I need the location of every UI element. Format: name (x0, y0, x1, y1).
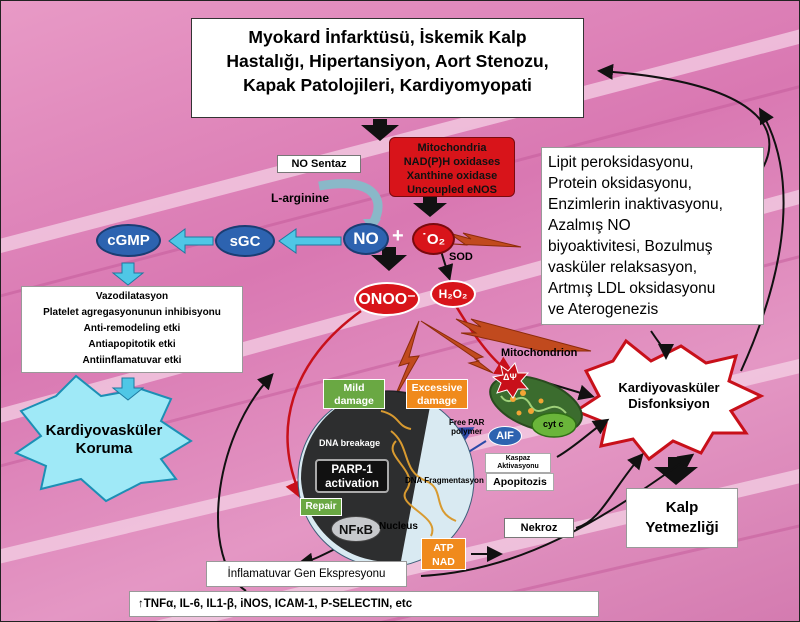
apoptosis-box: Apopitozis (486, 473, 554, 491)
effect-antiapoptotic: Antiapopitotik etki (88, 339, 176, 350)
mito-dots (510, 390, 544, 416)
disease-line-2: Hastalığı, Hipertansiyon, Aort Stenozu, (226, 51, 549, 71)
excessive-line-2: damage (417, 395, 457, 407)
oxidative-damage-box: Lipit peroksidasyonu, Protein oksidasyon… (541, 147, 764, 325)
disease-box: Myokard İnfarktüsü, İskemik Kalp Hastalı… (191, 18, 584, 118)
excessive-line-1: Excessive (411, 382, 463, 394)
nad-label: NAD (432, 556, 455, 568)
ros-sources-box: Mitochondria NAD(P)H oxidases Xanthine o… (389, 137, 515, 197)
atp-nad-box: ATP NAD (421, 538, 466, 570)
arrow-sod-h2o2 (437, 250, 454, 281)
heart-failure-line-2: Yetmezliği (645, 519, 719, 536)
arrow-inflam-dysfunction (420, 453, 695, 577)
block-arrows (361, 119, 698, 485)
free-par-label: Free PAR polymer (449, 418, 484, 436)
peroxynitrite-oval: ONOO⁻ (354, 282, 420, 316)
h2o2-oval: H₂O₂ (430, 280, 476, 308)
cgmp-oval: cGMP (96, 224, 161, 257)
sod-label: SOD (449, 251, 473, 263)
parp-line-1: PARP-1 (331, 464, 373, 476)
effect-platelet: Platelet agregasyonunun inhibisyonu (43, 307, 221, 318)
excessive-damage-box: Excessive damage (406, 379, 468, 409)
atp-label: ATP (433, 542, 454, 554)
mild-line-1: Mild (343, 382, 365, 394)
source-nadph: NAD(P)H oxidases (403, 156, 501, 168)
effect-anti-remodeling: Anti-remodeling etki (83, 323, 181, 334)
heart-failure-box: Kalp Yetmezliği (626, 488, 738, 548)
caspase-line-2: Aktivasyonu (497, 463, 539, 470)
disease-line-1: Myokard İnfarktüsü, İskemik Kalp (248, 27, 527, 47)
arginine-arrow (318, 179, 383, 226)
effect-vasodilation: Vazodilatasyon (95, 291, 169, 302)
sgc-oval: sGC (215, 225, 275, 257)
arrow-onoo-to-parp (285, 309, 362, 501)
ox-line-6: vasküler relaksasyon, (548, 259, 698, 276)
ox-line-1: Lipit peroksidasyonu, (548, 154, 694, 171)
cytokines-box: ↑TNFα, IL-6, IL1-β, iNOS, ICAM-1, P-SELE… (129, 591, 599, 617)
dna-strands (380, 410, 457, 537)
cyt-c-label: cyt c (543, 419, 564, 429)
mitochondrion-label: Mitochondrion (501, 347, 578, 359)
source-xanthine: Xanthine oxidase (406, 170, 498, 182)
dna-fragmentation-label: DNA Fragmentasyon (405, 476, 484, 485)
ox-line-2: Protein oksidasyonu, (548, 175, 692, 192)
effect-antiinflammatory: Antiinflamatuvar etki (82, 355, 182, 366)
source-mitochondria: Mitochondria (417, 142, 487, 154)
inflammatory-expression-box: İnflamatuvar Gen Ekspresyonu (206, 561, 407, 587)
parp-line-2: activation (325, 478, 379, 490)
l-arginine-label: L-arginine (271, 191, 330, 205)
disease-line-3: Kapak Patolojileri, Kardiyomyopati (243, 75, 532, 95)
ox-line-8: ve Aterogenezis (548, 301, 659, 318)
arrow-caspase-dysfunction (556, 418, 610, 458)
source-enos: Uncoupled eNOS (407, 184, 497, 196)
arrow-nekroz-dysfunction (575, 452, 644, 529)
no-oval: NO (343, 223, 389, 255)
necrosis-box: Nekroz (504, 518, 574, 538)
lightning-bolts (392, 232, 592, 402)
dysfunction-line-1: Kardiyovasküler (618, 380, 720, 395)
aif-oval: AIF (488, 426, 522, 446)
delta-psi-burst (491, 361, 530, 399)
free-par-line-1: Free PAR (449, 418, 485, 427)
arrow-oxbox-dysfunction (650, 330, 674, 360)
dysfunction-line-2: Disfonksiyon (628, 396, 710, 411)
parp-activation-box: PARP-1 activation (315, 459, 389, 493)
cyan-arrows (111, 228, 342, 401)
ox-line-5: biyoaktivitesi, Bozulmuş (548, 238, 713, 255)
dna-breakage-label: DNA breakage (319, 438, 381, 448)
no-synthase-label: NO Sentaz (277, 155, 361, 173)
heart-failure-line-1: Kalp (665, 499, 699, 516)
ox-line-3: Enzimlerin inaktivasyonu, (548, 196, 723, 213)
caspase-line-1: Kaspaz (505, 455, 531, 462)
repair-box: Repair (300, 498, 342, 516)
ox-line-4: Azalmış NO (548, 217, 631, 234)
cyt-c-blob (531, 412, 577, 438)
cardiovascular-dysfunction-label: Kardiyovasküler Disfonksiyon (604, 380, 734, 412)
caspase-box: Kaspaz Aktivasyonu (485, 453, 551, 473)
arrow-to-top-box (597, 63, 771, 172)
cardiovascular-protection-label: Kardiyovasküler Koruma (39, 422, 169, 458)
nucleus-label: Nucleus (379, 521, 418, 532)
protection-burst-shape (13, 374, 193, 503)
plus-sign: + (392, 225, 404, 247)
protective-effects-box: Vazodilatasyon Platelet agregasyonunun i… (21, 286, 243, 373)
mild-damage-box: Mild damage (323, 379, 385, 409)
nfkb-oval: NFκB (331, 516, 381, 542)
delta-psi-label: ΔΨ (503, 372, 517, 382)
free-par-line-2: polymer (451, 427, 483, 436)
protection-line-1: Kardiyovasküler (45, 422, 163, 439)
arrow-dysfunction-to-top (740, 107, 785, 372)
protection-line-2: Koruma (75, 440, 133, 457)
mild-line-2: damage (334, 395, 374, 407)
superoxide-oval: ˙O₂ (412, 223, 455, 255)
ox-line-7: Artmış LDL oksidasyonu (548, 280, 716, 297)
